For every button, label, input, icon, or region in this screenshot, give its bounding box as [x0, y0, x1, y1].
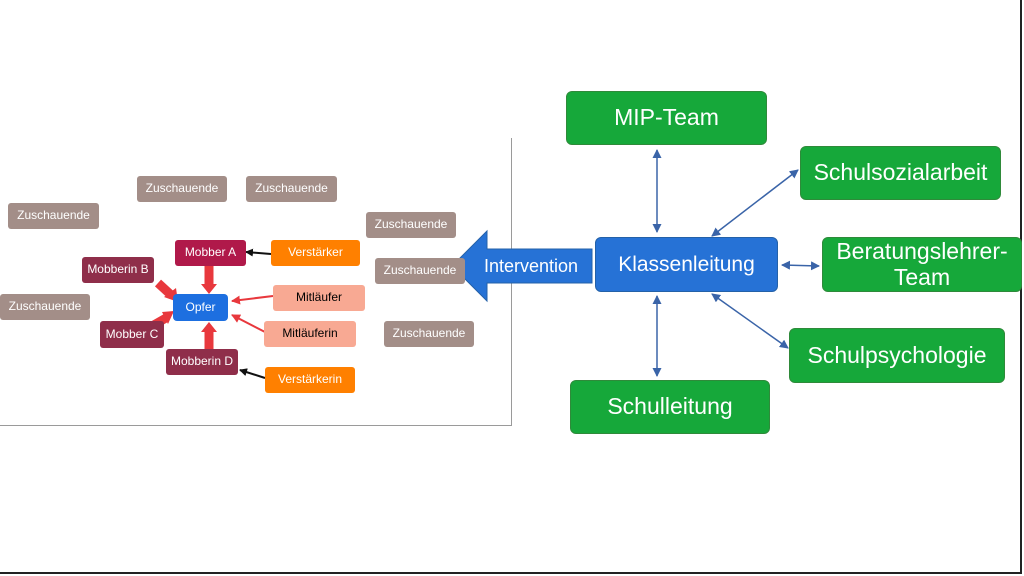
- psychology-node: Schulpsychologie: [789, 328, 1005, 383]
- bystander-node: Zuschauende: [375, 258, 465, 284]
- follower-node: Mitläuferin: [264, 321, 356, 347]
- bystander-node: Zuschauende: [384, 321, 474, 347]
- bully-a-node: Mobber A: [175, 240, 246, 266]
- arrow-reinforcer-1: [245, 248, 272, 257]
- bully-c-node: Mobber C: [100, 321, 164, 348]
- link-counselor-team: [781, 260, 820, 271]
- reinforcer-node: Verstärker: [271, 240, 360, 266]
- class-teacher-node: Klassenleitung: [595, 237, 778, 292]
- bystander-node: Zuschauende: [8, 203, 99, 229]
- victim-node: Opfer: [173, 294, 228, 321]
- arrow-head-bully-c: [162, 311, 174, 324]
- reinforcer-node: Verstärkerin: [265, 367, 355, 393]
- intervention-label: Intervention: [483, 255, 579, 276]
- counselor-team-node: Beratungslehrer-Team: [822, 237, 1022, 292]
- bully-d-node: Mobberin D: [166, 349, 238, 375]
- arrow-reinforcer-2: [239, 368, 266, 379]
- social-work-node: Schulsozialarbeit: [800, 146, 1001, 200]
- arrow-follower-1: [231, 295, 274, 305]
- arrow-follower-2: [231, 314, 266, 333]
- bystander-node: Zuschauende: [0, 294, 90, 320]
- school-management-node: Schulleitung: [570, 380, 770, 434]
- bystander-node: Zuschauende: [246, 176, 337, 202]
- arrow-head-bully-a: [201, 284, 217, 294]
- link-social-work: [711, 169, 799, 237]
- arrow-bully-b: [154, 279, 174, 298]
- bully-b-node: Mobberin B: [82, 257, 154, 283]
- bystander-node: Zuschauende: [366, 212, 456, 238]
- arrow-head-bully-d: [201, 322, 217, 332]
- bystander-node: Zuschauende: [137, 176, 227, 202]
- link-psychology: [711, 293, 789, 349]
- mip-team-node: MIP-Team: [566, 91, 767, 145]
- intervention-arrow: [451, 229, 593, 303]
- follower-node: Mitläufer: [273, 285, 365, 311]
